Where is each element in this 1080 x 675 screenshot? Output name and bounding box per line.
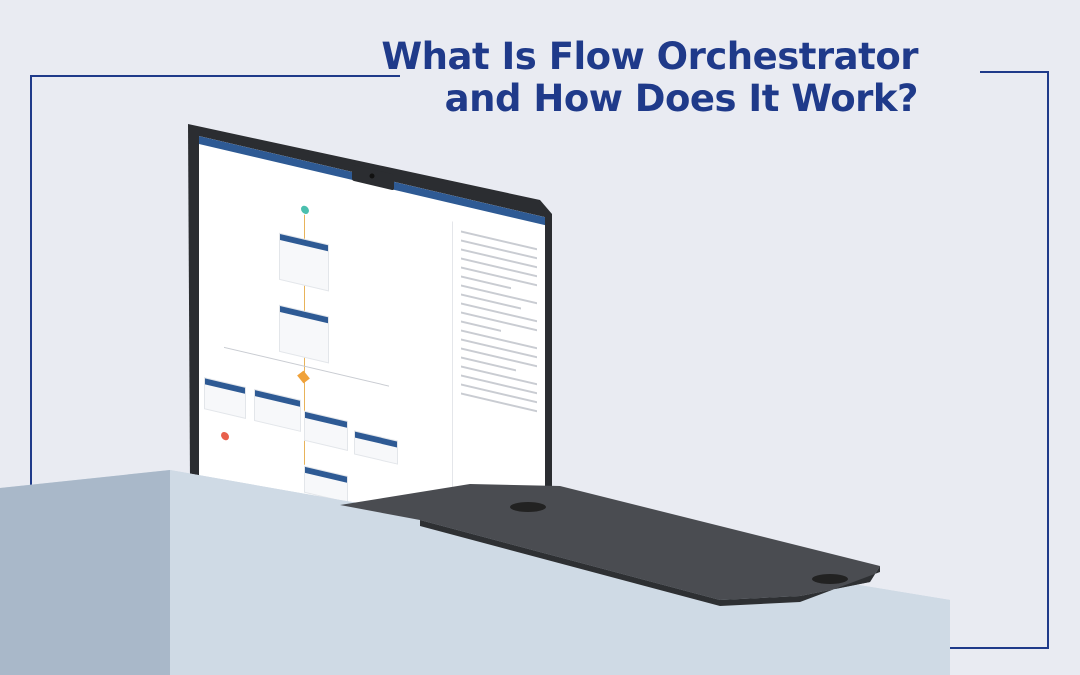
frame-line xyxy=(30,75,400,77)
frame-line xyxy=(30,75,32,485)
title-line-2: and How Does It Work? xyxy=(444,77,919,120)
title-line-1: What Is Flow Orchestrator xyxy=(381,35,918,78)
frame-line xyxy=(1047,71,1049,649)
laptop-base xyxy=(340,484,880,600)
page-title: What Is Flow Orchestrator and How Does I… xyxy=(381,36,918,120)
frame-line xyxy=(940,647,1049,649)
webcam-icon xyxy=(369,173,375,179)
frame-line xyxy=(980,71,1049,73)
